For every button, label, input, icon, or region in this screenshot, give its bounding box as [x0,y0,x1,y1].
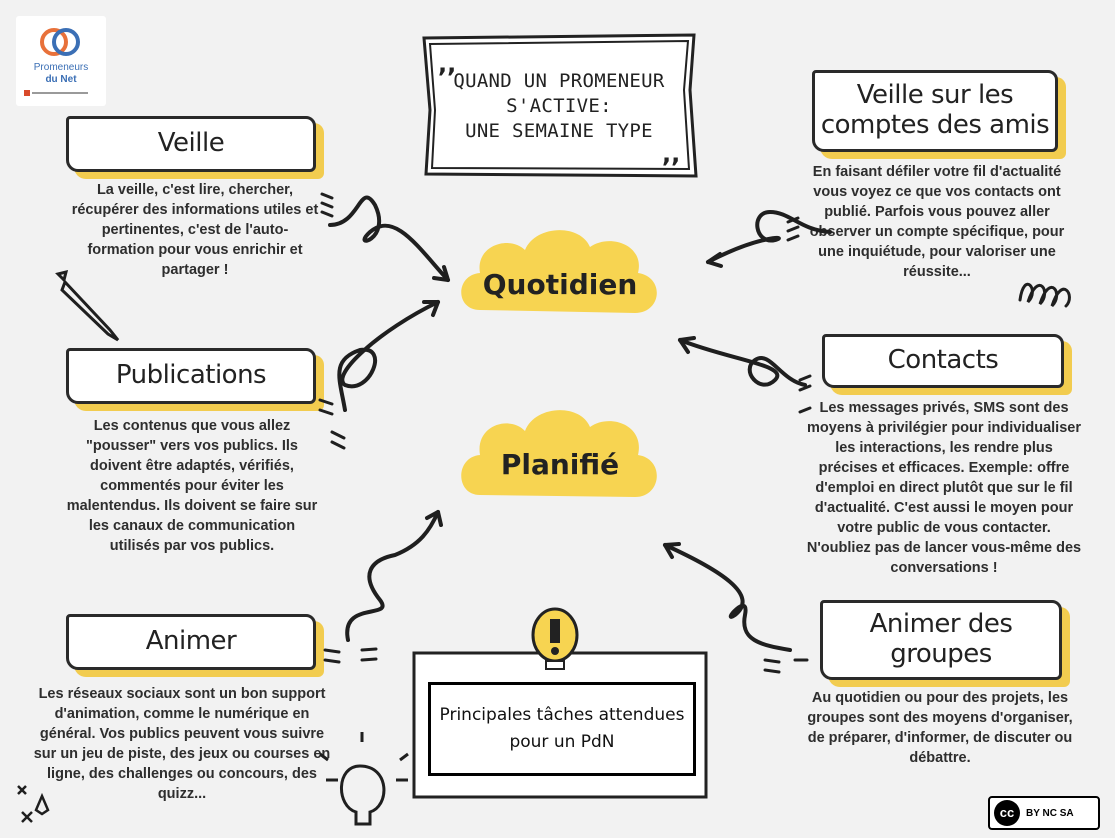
title-line-2: S'ACTIVE: [506,94,612,117]
logo-bubbles-icon [24,28,88,96]
section-text-contacts: Les messages privés, SMS sont des moyens… [806,400,1082,576]
title-line-1: QUAND UN PROMENEUR [453,69,665,92]
page-title: QUAND UN PROMENEUR S'ACTIVE: UNE SEMAINE… [428,40,690,172]
cloud-planifie-icon [461,410,657,497]
license-badge[interactable]: cc BY NC SA [988,796,1100,830]
license-terms: BY NC SA [1026,807,1074,819]
logo-line1: Promeneurs [33,62,89,73]
section-text-publications: Les contenus que vous allez "pousser" ve… [66,418,318,554]
cloud-label-planifie: Planifié [500,448,620,481]
cc-icon: cc [994,800,1020,826]
title-frame: ,, ,, [422,33,698,178]
section-title-veille: Veille [66,116,316,172]
logo-line2: du Net [45,74,77,85]
section-text-veille-amis: En faisant défiler votre fil d'actualité… [809,164,1065,280]
section-title-animer: Animer [66,614,316,670]
section-text-veille: La veille, c'est lire, chercher, récupér… [71,182,319,278]
cloud-quotidien-icon [461,230,657,313]
svg-text:,,: ,, [438,50,456,78]
section-text-animer: Les réseaux sociaux sont un bon support … [33,686,331,802]
title-line-3: UNE SEMAINE TYPE [465,119,653,142]
section-title-animer-groupes: Animer des groupes [820,600,1062,680]
section-title-contacts: Contacts [822,334,1064,388]
tasks-label-box: Principales tâches attendues pour un PdN [428,682,696,776]
section-text-animer-groupes: Au quotidien ou pour des projets, les gr… [807,690,1073,766]
section-title-veille-amis: Veille sur les comptes des amis [812,70,1058,152]
svg-text:,,: ,, [662,140,680,168]
promeneurs-logo: Promeneurs du Net [16,16,106,106]
cloud-label-quotidien: Quotidien [482,268,638,301]
section-title-publications: Publications [66,348,316,404]
